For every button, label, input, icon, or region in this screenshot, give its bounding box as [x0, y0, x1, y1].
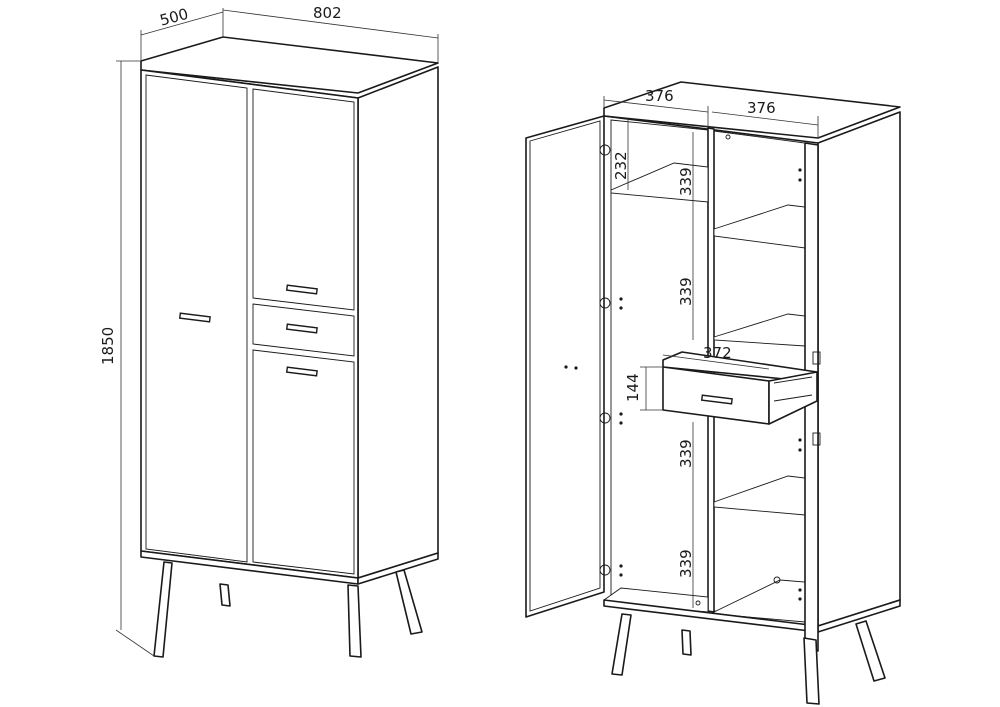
dim-drawer-height: 144: [624, 373, 642, 402]
open-leg-front-left: [611, 613, 632, 676]
dim-shelf-4: 339: [677, 549, 695, 578]
dim-height: 1850: [99, 327, 117, 365]
open-cabinet-side: [817, 111, 901, 627]
right-upper-door: [252, 88, 355, 311]
lower-door-handle: [285, 366, 318, 377]
dim-depth: 500: [158, 5, 190, 30]
leg-back-left: [219, 583, 231, 607]
open-leg-back-right: [855, 620, 886, 682]
hinge-icons: [564, 134, 821, 606]
dim-shelf-3: 339: [677, 439, 695, 468]
closed-cabinet-view: 500 802 1850: [99, 4, 439, 658]
dim-drawer-width: 372: [703, 344, 732, 362]
leg-front-left: [153, 561, 173, 658]
open-cabinet-view: 376 376 232 339 339 372 144 339 339: [525, 81, 901, 705]
leg-front-right: [347, 584, 362, 658]
dim-left-width: 376: [645, 87, 674, 105]
open-leg-front-right: [803, 637, 820, 705]
cabinet-top: [140, 36, 439, 94]
right-shelf-2: [713, 313, 806, 347]
dim-shelf-2: 339: [677, 277, 695, 306]
dim-right-width: 376: [747, 99, 776, 117]
right-shelf-3: [713, 475, 806, 516]
drawer-runner: [773, 376, 813, 384]
dim-shelf-1: 339: [677, 167, 695, 196]
left-shelf-1: [610, 162, 709, 203]
right-lower-door: [252, 349, 355, 575]
cabinet-front: [140, 69, 359, 579]
upper-door-handle: [285, 284, 318, 295]
dim-width: 802: [313, 4, 342, 22]
dim-top-gap: 232: [612, 151, 630, 180]
cabinet-side-panel: [357, 66, 439, 579]
front-drawer: [252, 303, 355, 357]
drawer-handle: [285, 323, 318, 334]
left-door-handle: [178, 312, 211, 323]
leg-back-right: [395, 569, 423, 635]
open-drawer-handle: [700, 394, 733, 405]
open-leg-back-left: [681, 629, 692, 656]
open-cabinet-top: [603, 81, 901, 139]
left-door: [145, 74, 248, 563]
right-shelf-1: [713, 204, 806, 249]
